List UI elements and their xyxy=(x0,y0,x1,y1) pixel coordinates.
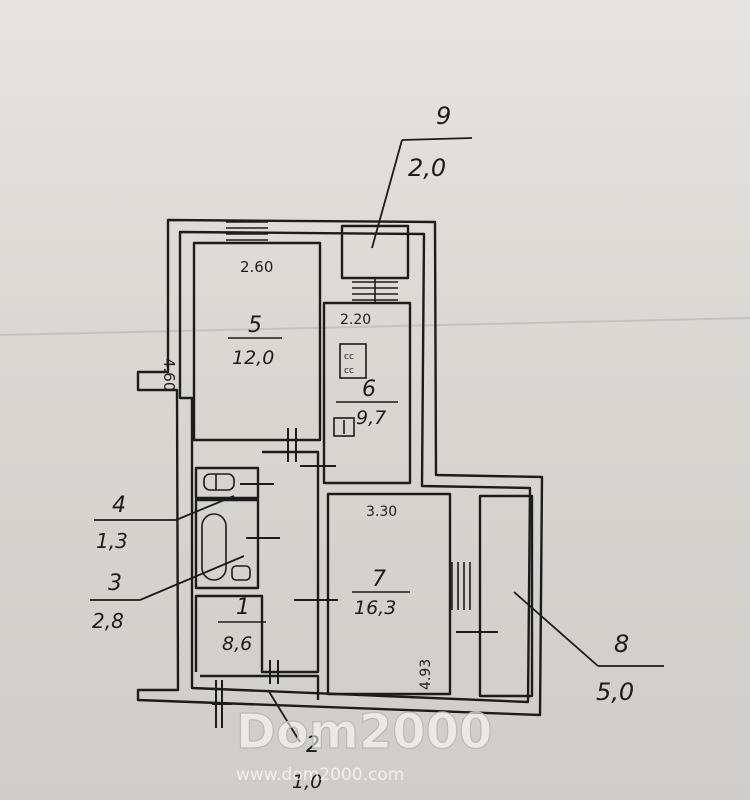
callout-line-8 xyxy=(513,591,599,667)
room-7-outline xyxy=(326,492,452,696)
dimension-room5-length: 4.60 xyxy=(160,358,178,391)
room-5-outline xyxy=(192,241,322,442)
room-2-outline xyxy=(200,674,320,700)
room-1-area: 8,6 xyxy=(222,633,252,655)
doors xyxy=(212,428,498,728)
area-fraction-lines xyxy=(218,337,410,623)
bathtub-icon xyxy=(201,513,227,581)
room-6-number: 6 xyxy=(362,377,376,402)
room-3-number: 3 xyxy=(108,571,122,596)
room-6-outline xyxy=(322,301,412,485)
room-2-area: 1,0 xyxy=(292,771,322,793)
toilet-icon xyxy=(203,473,235,491)
dimension-room5-width: 2.60 xyxy=(240,258,273,276)
sink-icon xyxy=(231,565,251,581)
room-3-area: 2,8 xyxy=(92,609,124,633)
room-9-area: 2,0 xyxy=(408,154,446,182)
callout-line-2 xyxy=(267,689,301,743)
windows xyxy=(226,221,471,610)
stove-label-bottom: cc xyxy=(344,366,354,376)
room-6-area: 9,7 xyxy=(356,407,386,429)
room-8-outline xyxy=(478,494,534,698)
stove-icon: cc cc xyxy=(339,343,367,379)
room-7-area: 16,3 xyxy=(354,597,396,619)
room-8-area: 5,0 xyxy=(596,678,634,706)
room-1-number: 1 xyxy=(236,595,250,620)
room-3-outline xyxy=(194,498,260,590)
room-8-number: 8 xyxy=(614,630,629,658)
window-room7 xyxy=(451,562,471,610)
room-7-number: 7 xyxy=(372,567,386,592)
inner-wall-outline xyxy=(178,230,532,704)
room-2-number: 2 xyxy=(306,733,320,758)
dimension-room7-length: 4.93 xyxy=(418,659,434,690)
watermark-url: www.dom2000.com xyxy=(236,765,404,785)
callout-line-9 xyxy=(371,139,403,249)
room-5-number: 5 xyxy=(248,313,262,338)
room-1-outline xyxy=(194,450,320,674)
room-4-number: 4 xyxy=(112,493,126,518)
dimension-room6-width: 2.20 xyxy=(340,312,371,328)
paper-fold xyxy=(0,317,750,336)
room-4-area: 1,3 xyxy=(96,529,128,553)
window-top xyxy=(226,221,268,241)
outer-wall-outline xyxy=(136,218,544,717)
kitchen-sink-icon xyxy=(333,417,355,437)
walls xyxy=(136,218,544,717)
stove-label-top: cc xyxy=(344,352,354,362)
watermark-logo: Dom2000 xyxy=(236,704,492,760)
fixtures: cc cc xyxy=(201,343,367,581)
window-room6 xyxy=(352,278,398,302)
room-9-number: 9 xyxy=(436,102,451,130)
dimension-room7-width: 3.30 xyxy=(366,504,397,520)
callout-lines xyxy=(90,137,664,743)
room-5-area: 12,0 xyxy=(232,347,274,369)
